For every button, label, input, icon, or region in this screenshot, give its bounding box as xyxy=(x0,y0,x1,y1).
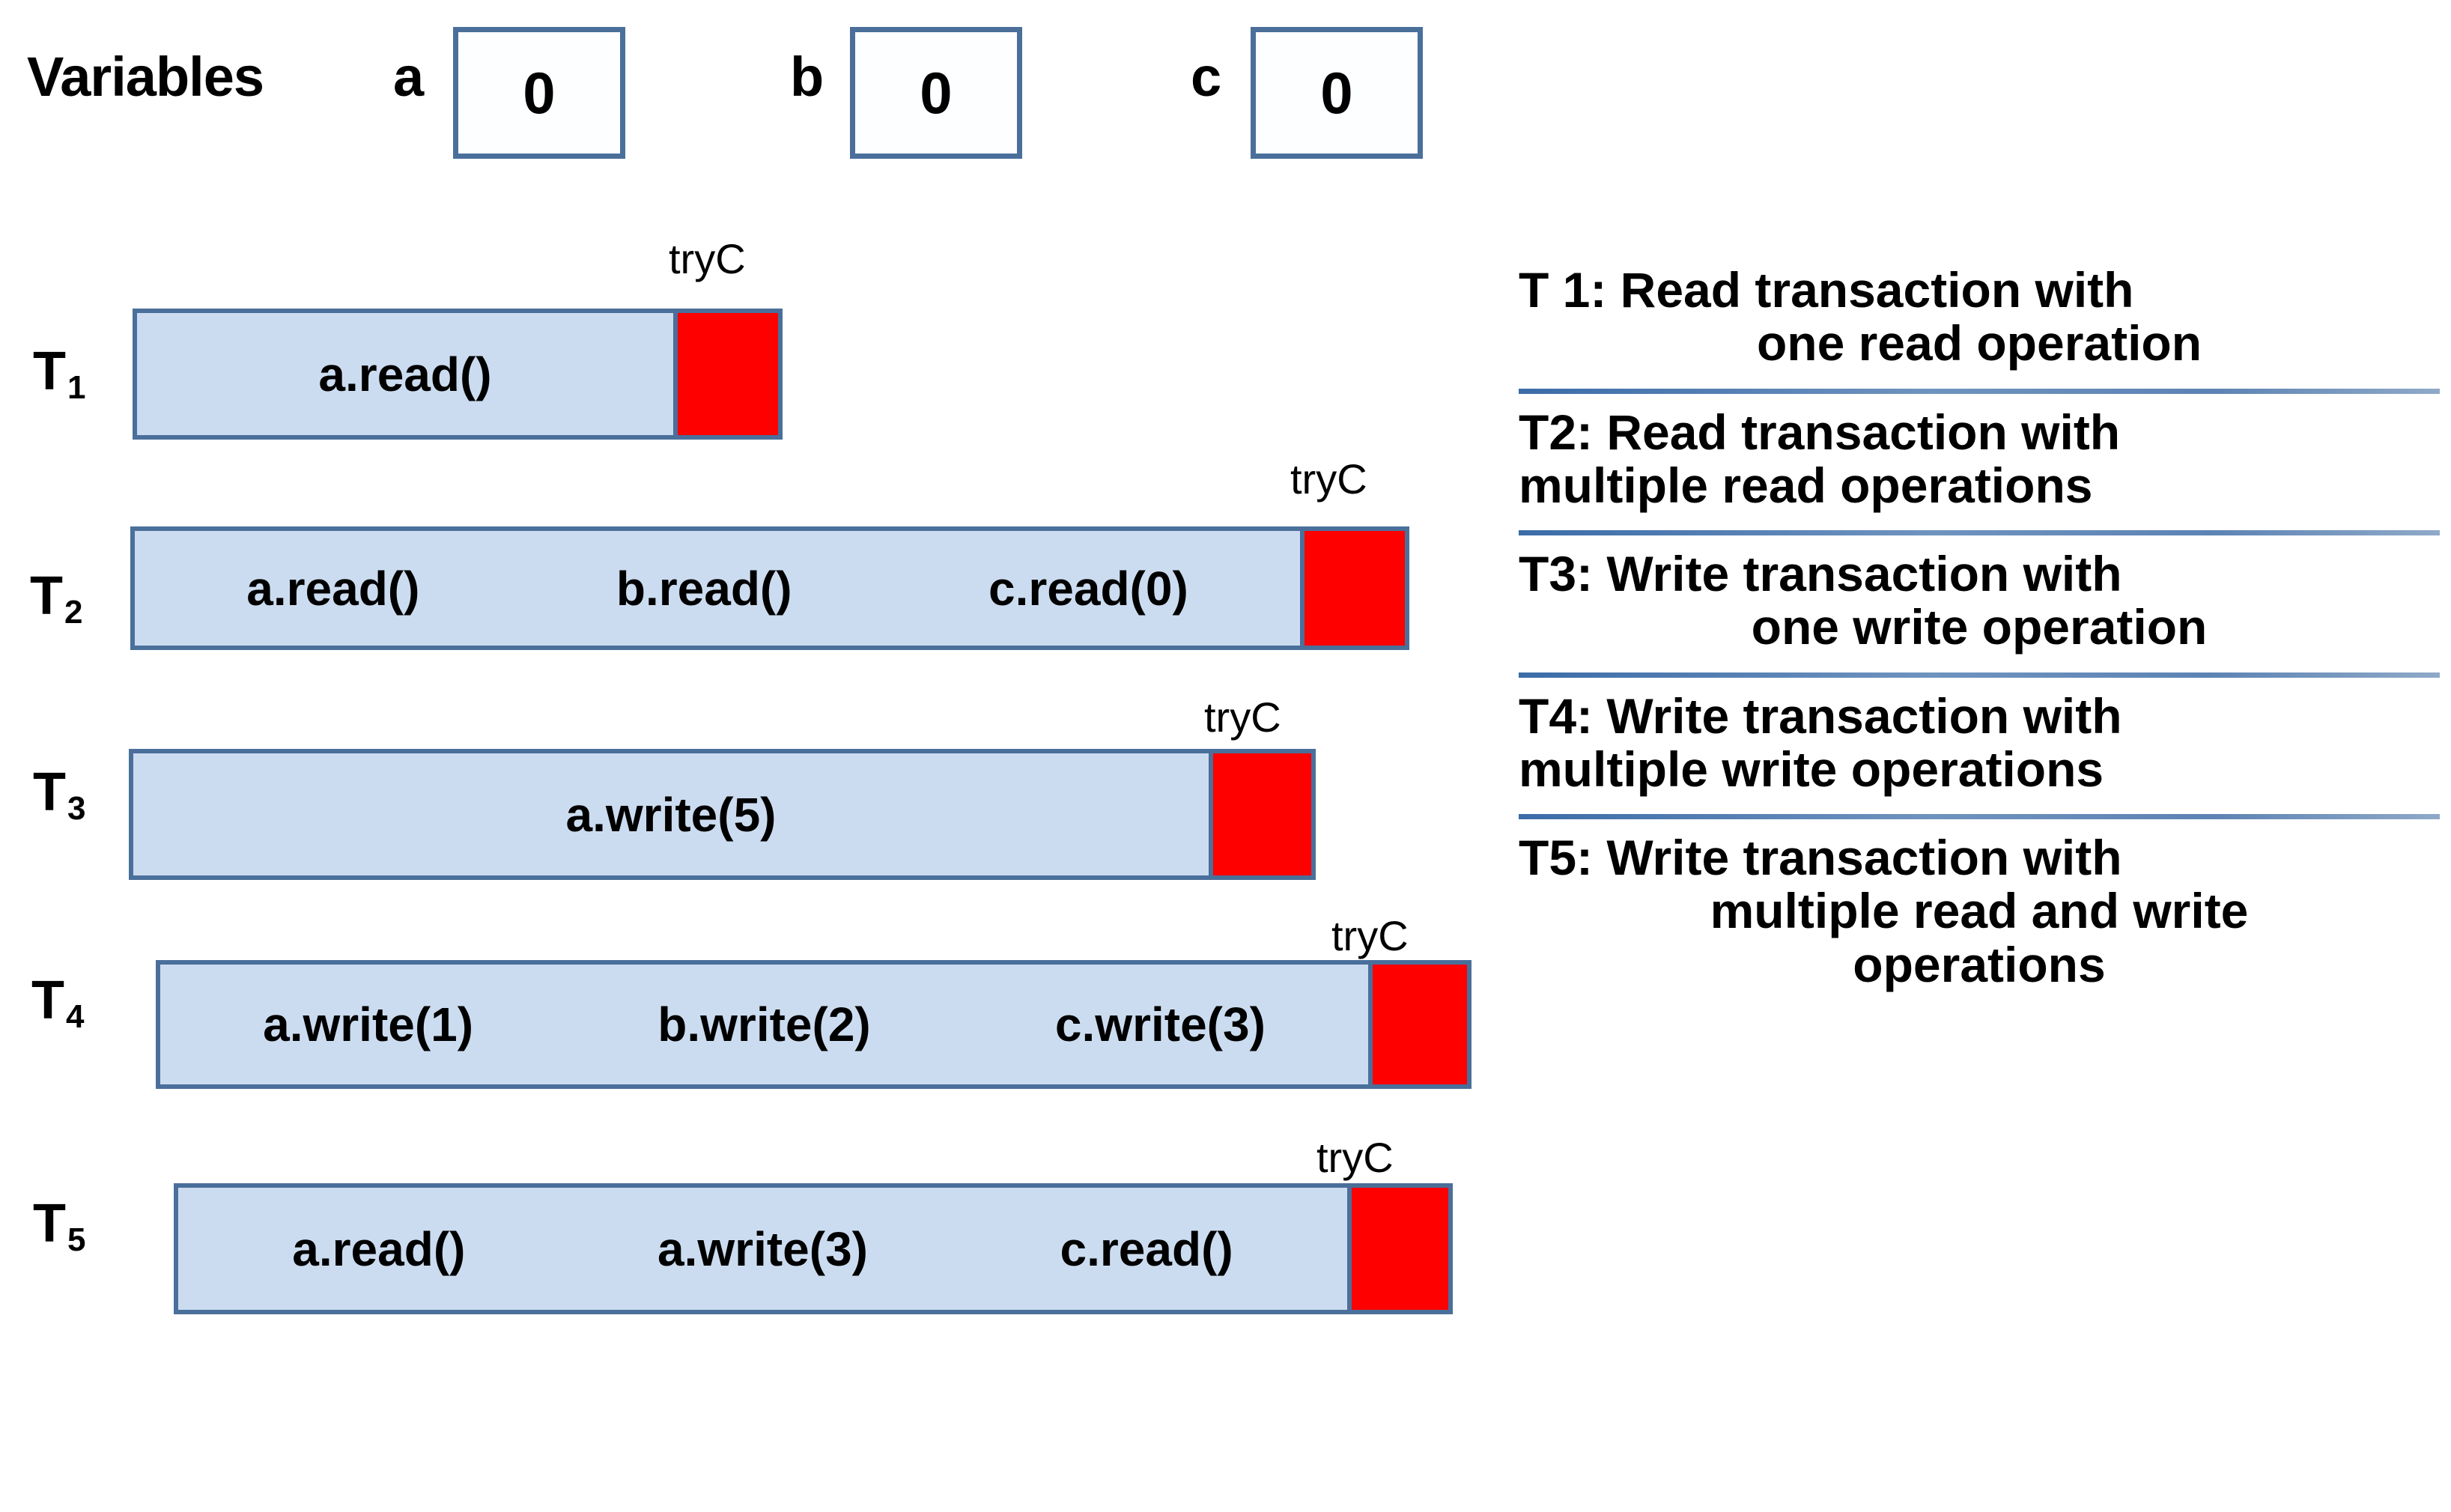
try-commit-block-t5[interactable] xyxy=(1347,1188,1448,1310)
operation: c.read() xyxy=(1060,1221,1233,1276)
legend-line: multiple read operations xyxy=(1519,457,2093,513)
transaction-bar-t5[interactable]: a.read() a.write(3) c.read() xyxy=(174,1183,1453,1314)
variable-b-box[interactable]: 0 xyxy=(850,27,1022,159)
variable-b-name: b xyxy=(790,46,824,108)
transaction-id-t1: T xyxy=(33,341,66,401)
operation: c.write(3) xyxy=(1054,998,1266,1051)
try-commit-block-t4[interactable] xyxy=(1368,965,1467,1084)
transaction-bar-t1[interactable]: a.read() xyxy=(133,309,783,440)
tryc-label-t5: tryC xyxy=(1316,1134,1394,1181)
transaction-id-t5: T xyxy=(33,1194,66,1254)
variable-a-value: 0 xyxy=(523,60,556,126)
transaction-index-t2: 2 xyxy=(64,594,83,631)
variable-a-box[interactable]: 0 xyxy=(453,27,625,159)
legend-item-t4: T4: Write transaction with multiple writ… xyxy=(1519,687,2440,804)
operations-t2: a.read() b.read() c.read(0) xyxy=(135,531,1300,646)
legend: T 1: Read transaction with one read oper… xyxy=(1519,262,2440,999)
variable-a-name: a xyxy=(393,46,425,108)
operations-t5: a.read() a.write(3) c.read() xyxy=(178,1188,1347,1310)
legend-item-t1: T 1: Read transaction with one read oper… xyxy=(1519,262,2440,378)
operation: a.read() xyxy=(292,1221,466,1276)
legend-line: multiple write operations xyxy=(1519,741,2104,797)
legend-divider xyxy=(1519,388,2440,394)
operations-t3: a.write(5) xyxy=(133,753,1209,875)
transaction-id-t4: T xyxy=(31,971,64,1030)
transaction-label-t2: T2 xyxy=(30,566,82,629)
try-commit-block-t1[interactable] xyxy=(673,313,778,435)
legend-line: operations xyxy=(1853,936,2106,992)
variable-c-name: c xyxy=(1191,46,1222,108)
legend-divider xyxy=(1519,672,2440,678)
operations-t4: a.write(1) b.write(2) c.write(3) xyxy=(160,965,1368,1084)
tryc-label-t2: tryC xyxy=(1290,455,1367,503)
transaction-label-t3: T3 xyxy=(33,762,85,825)
legend-divider xyxy=(1519,814,2440,820)
transaction-index-t3: 3 xyxy=(67,790,86,827)
legend-line: one write operation xyxy=(1751,599,2208,655)
variable-b-value: 0 xyxy=(920,60,953,126)
operation: a.read() xyxy=(318,347,492,401)
legend-item-t2: T2: Read transaction with multiple read … xyxy=(1519,404,2440,520)
operations-t1: a.read() xyxy=(137,313,673,435)
transaction-label-t1: T1 xyxy=(33,341,85,404)
transaction-bar-t2[interactable]: a.read() b.read() c.read(0) xyxy=(130,526,1409,650)
tryc-label-t1: tryC xyxy=(669,235,746,282)
transaction-bar-t3[interactable]: a.write(5) xyxy=(129,749,1316,880)
legend-item-t3: T3: Write transaction with one write ope… xyxy=(1519,547,2440,662)
legend-line: one read operation xyxy=(1756,315,2202,371)
try-commit-block-t3[interactable] xyxy=(1209,753,1311,875)
operation: a.write(3) xyxy=(657,1221,868,1276)
transaction-index-t1: 1 xyxy=(67,369,86,406)
legend-line: multiple read and write xyxy=(1710,883,2249,939)
variable-c-value: 0 xyxy=(1320,60,1353,126)
transaction-index-t4: 4 xyxy=(65,998,85,1035)
transaction-bar-t4[interactable]: a.write(1) b.write(2) c.write(3) xyxy=(156,960,1471,1089)
operation: b.write(2) xyxy=(657,998,871,1051)
variable-c-box[interactable]: 0 xyxy=(1251,27,1423,159)
transaction-id-t2: T xyxy=(30,566,63,626)
legend-line: T5: Write transaction with xyxy=(1519,830,2122,886)
legend-divider xyxy=(1519,530,2440,536)
variables-title: Variables xyxy=(27,46,264,108)
variables-row: Variables a 0 b 0 c 0 xyxy=(0,0,1498,180)
legend-item-t5: T5: Write transaction with multiple read… xyxy=(1519,831,2440,999)
transaction-list: tryC T1 a.read() tryC T2 a.read() b.read… xyxy=(30,235,1471,1314)
legend-line: T4: Write transaction with xyxy=(1519,687,2122,744)
legend-line: T2: Read transaction with xyxy=(1519,404,2121,460)
operation: a.write(5) xyxy=(565,787,777,842)
operation: b.read() xyxy=(616,561,792,616)
transaction-id-t3: T xyxy=(33,762,66,822)
transaction-index-t5: 5 xyxy=(67,1221,86,1258)
legend-line: T 1: Read transaction with xyxy=(1519,262,2134,318)
tryc-label-t4: tryC xyxy=(1331,912,1409,959)
transaction-label-t4: T4 xyxy=(31,971,84,1033)
legend-line: T3: Write transaction with xyxy=(1519,546,2122,602)
try-commit-block-t2[interactable] xyxy=(1300,531,1405,646)
operation: a.write(1) xyxy=(263,998,474,1051)
transaction-label-t5: T5 xyxy=(33,1194,85,1257)
operation: a.read() xyxy=(246,561,420,616)
tryc-label-t3: tryC xyxy=(1204,693,1281,741)
operation: c.read(0) xyxy=(988,561,1188,616)
